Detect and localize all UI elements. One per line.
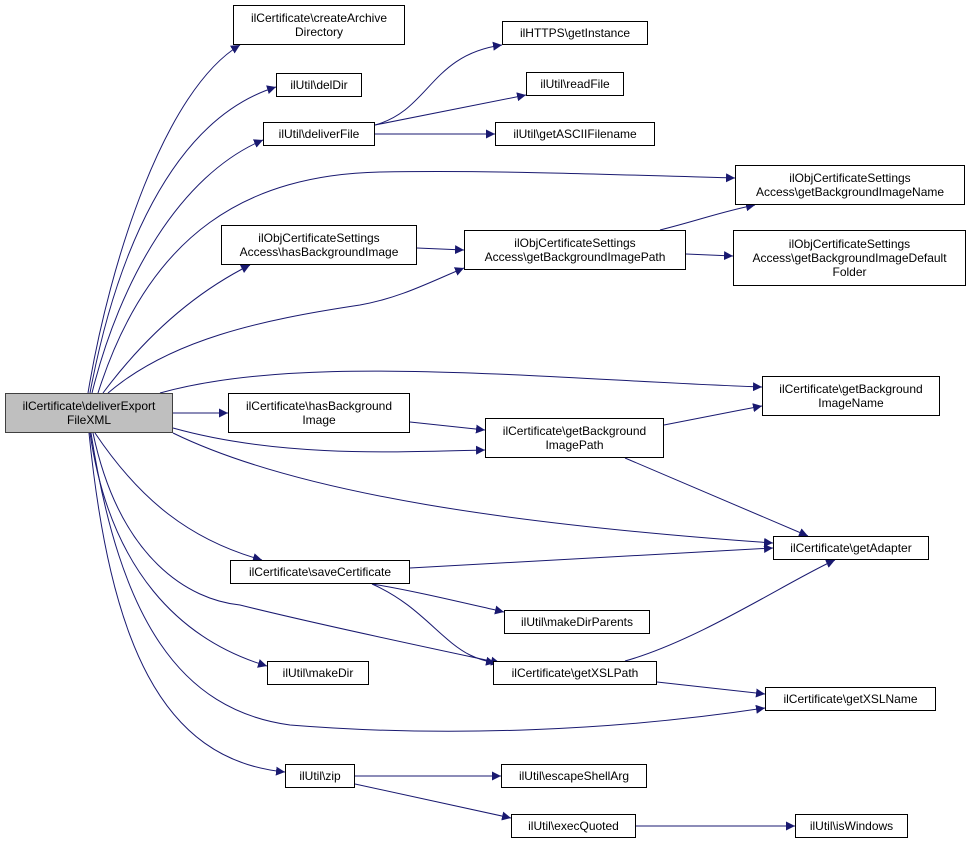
node-make-dir-parents[interactable]: ilUtil\makeDirParents [504, 610, 650, 634]
edge-root-save-certificate [94, 432, 263, 562]
node-cert-get-background-image-name[interactable]: ilCertificate\getBackground ImageName [762, 376, 940, 416]
node-cert-get-background-image-path[interactable]: ilCertificate\getBackground ImagePath [485, 418, 664, 458]
edge-obj-get-background-image-path-obj-get-background-image-name [659, 202, 756, 231]
node-get-xsl-path[interactable]: ilCertificate\getXSLPath [493, 661, 657, 685]
node-obj-get-background-image-path[interactable]: ilObjCertificateSettings Access\getBackg… [464, 230, 686, 270]
node-make-dir[interactable]: ilUtil\makeDir [267, 661, 369, 685]
node-is-windows[interactable]: ilUtil\isWindows [795, 814, 908, 838]
edge-obj-has-background-image-obj-get-background-image-path [416, 245, 465, 255]
edge-root-get-adapter [172, 432, 774, 547]
edge-root-obj-get-background-image-name [97, 171, 736, 394]
node-read-file[interactable]: ilUtil\readFile [526, 72, 624, 96]
node-get-xsl-name[interactable]: ilCertificate\getXSLName [765, 687, 936, 711]
edge-obj-get-background-image-path-obj-get-background-image-default-folder [685, 251, 734, 261]
node-cert-has-background-image[interactable]: ilCertificate\hasBackground Image [228, 393, 410, 433]
edge-deliver-file-read-file [374, 92, 527, 126]
edge-zip-exec-quoted [354, 783, 512, 821]
node-del-dir[interactable]: ilUtil\delDir [276, 73, 362, 97]
node-create-archive-directory[interactable]: ilCertificate\createArchive Directory [233, 5, 405, 45]
edge-cert-has-background-image-cert-get-background-image-path [409, 421, 486, 434]
node-exec-quoted[interactable]: ilUtil\execQuoted [511, 814, 636, 838]
node-deliver-file[interactable]: ilUtil\deliverFile [263, 122, 375, 146]
node-get-ascii-filename[interactable]: ilUtil\getASCIIFilename [495, 122, 655, 146]
edge-get-xsl-path-get-xsl-name [656, 681, 766, 698]
edge-root-cert-get-background-image-path [172, 427, 486, 455]
node-save-certificate[interactable]: ilCertificate\saveCertificate [230, 560, 410, 584]
edge-root-cert-get-background-image-name [159, 370, 763, 394]
edge-root-get-xsl-path [92, 432, 501, 666]
edge-root-obj-get-background-image-path [107, 267, 465, 394]
edge-save-certificate-get-xsl-path [371, 583, 496, 666]
node-obj-has-background-image[interactable]: ilObjCertificateSettings Access\hasBackg… [221, 225, 417, 265]
node-get-adapter[interactable]: ilCertificate\getAdapter [773, 536, 929, 560]
edge-root-obj-has-background-image [102, 264, 251, 394]
edge-cert-get-background-image-path-get-adapter [624, 457, 809, 537]
edge-get-xsl-path-get-adapter [624, 559, 836, 662]
edge-root-zip [88, 432, 286, 776]
node-get-instance[interactable]: ilHTTPS\getInstance [502, 21, 648, 45]
node-escape-shell-arg[interactable]: ilUtil\escapeShellArg [501, 764, 647, 788]
edge-root-del-dir [89, 85, 277, 394]
edge-save-certificate-get-adapter [409, 544, 774, 569]
node-obj-get-background-image-default-folder[interactable]: ilObjCertificateSettings Access\getBackg… [733, 230, 966, 286]
edge-deliver-file-get-instance [374, 41, 503, 126]
edge-root-get-xsl-name [90, 432, 766, 732]
node-obj-get-background-image-name[interactable]: ilObjCertificateSettings Access\getBackg… [735, 165, 965, 205]
edge-cert-get-background-image-path-cert-get-background-image-name [663, 403, 763, 426]
edge-root-make-dir [89, 432, 268, 668]
node-zip[interactable]: ilUtil\zip [285, 764, 355, 788]
edge-root-create-archive-directory [87, 44, 241, 394]
root-node: ilCertificate\deliverExport FileXML [5, 393, 173, 433]
edge-root-deliver-file [91, 139, 264, 394]
edge-save-certificate-make-dir-parents [371, 583, 505, 615]
